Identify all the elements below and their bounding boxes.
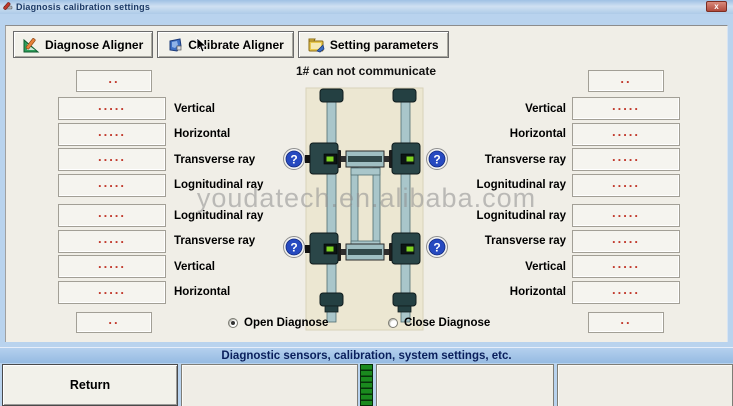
value-box: ..... xyxy=(572,148,680,171)
value-box: ..... xyxy=(58,148,166,171)
sensor-row: Horizontal..... xyxy=(426,280,680,304)
tab-label: Diagnose Aligner xyxy=(45,37,144,52)
radio-button-icon[interactable] xyxy=(388,318,398,328)
svg-text:?: ? xyxy=(433,153,440,167)
row-label: Lognitudinal ray xyxy=(476,179,566,191)
help-icon[interactable]: ? xyxy=(426,148,448,170)
sensor-row: ..... Horizontal xyxy=(58,122,263,146)
value-box: ..... xyxy=(58,204,166,227)
svg-text:?: ? xyxy=(290,241,297,255)
window-title: Diagnosis calibration settings xyxy=(16,2,151,12)
settings-folder-icon xyxy=(308,38,325,52)
row-label: Transverse ray xyxy=(174,235,256,247)
calibrate-tool-icon xyxy=(169,37,182,52)
row-label: Horizontal xyxy=(509,286,566,298)
sensor-row: Horizontal..... xyxy=(426,122,680,146)
close-button[interactable]: x xyxy=(706,1,727,12)
left-sensor-readings: ..... Vertical ..... Horizontal ..... Trans… xyxy=(58,97,263,306)
status-bar: Diagnostic sensors, calibration, system … xyxy=(0,347,733,363)
value-box: ..... xyxy=(58,229,166,253)
value-box: ..... xyxy=(58,122,166,146)
left-top-value-box: .. xyxy=(76,70,152,92)
sensor-row: ..... Transverse ray xyxy=(58,229,263,253)
value-box: ..... xyxy=(572,229,680,253)
radio-button-icon[interactable] xyxy=(228,318,238,328)
sensor-row: ..... Lognitudinal ray xyxy=(58,204,263,227)
row-label: Horizontal xyxy=(174,286,231,298)
help-icon[interactable]: ? xyxy=(426,236,448,258)
sensor-head xyxy=(319,292,344,307)
sensor-status-light xyxy=(406,246,414,252)
left-bottom-value-box: .. xyxy=(76,312,152,333)
value-box: ..... xyxy=(58,255,166,278)
row-label: Transverse ray xyxy=(174,153,256,166)
row-label: Lognitudinal ray xyxy=(174,209,264,222)
sensor-head xyxy=(392,88,417,103)
value-box: ..... xyxy=(58,173,166,197)
communication-alert: 1# can not communicate xyxy=(295,64,437,78)
sensor-status-light xyxy=(326,246,334,252)
footer-panel-1 xyxy=(181,364,358,406)
help-icon[interactable]: ? xyxy=(283,148,305,170)
radio-open-diagnose[interactable]: Open Diagnose xyxy=(228,316,328,330)
value-box: ..... xyxy=(572,255,680,278)
row-label: Vertical xyxy=(174,102,215,115)
row-label: Transverse ray xyxy=(484,235,566,247)
sensor-row: Lognitudinal ray..... xyxy=(426,173,680,197)
tab-label: Setting parameters xyxy=(329,37,439,52)
svg-text:?: ? xyxy=(433,241,440,255)
row-label: Transverse ray xyxy=(484,153,566,166)
value-box: ..... xyxy=(572,280,680,304)
title-bar: Diagnosis calibration settings xyxy=(0,0,733,14)
value-box: ..... xyxy=(572,97,680,120)
value-box: ..... xyxy=(572,122,680,146)
value-box: ..... xyxy=(572,204,680,227)
value-box: ..... xyxy=(58,97,166,120)
value-box: ..... xyxy=(58,280,166,304)
sensor-row: ..... Horizontal xyxy=(58,280,263,304)
svg-text:?: ? xyxy=(290,153,297,167)
sensor-row: ..... Vertical xyxy=(58,255,263,278)
tab-diagnose-aligner[interactable]: Diagnose Aligner xyxy=(13,31,154,58)
tab-label: Calibrate Aligner xyxy=(188,37,284,52)
row-label: Vertical xyxy=(174,260,215,273)
footer-panel-2 xyxy=(376,364,554,406)
tab-setting-parameters[interactable]: Setting parameters xyxy=(297,31,449,58)
row-label: Vertical xyxy=(525,102,566,115)
right-top-value-box: .. xyxy=(588,70,664,92)
row-label: Vertical xyxy=(525,260,566,273)
tab-bar: Diagnose Aligner Calibrate Aligner Setti… xyxy=(13,31,449,58)
radio-close-diagnose[interactable]: Close Diagnose xyxy=(388,316,490,330)
sensor-row: ..... Lognitudinal ray xyxy=(58,173,264,197)
right-bottom-value-box: .. xyxy=(588,312,664,333)
return-button[interactable]: Return xyxy=(2,364,178,406)
sensor-row: Transverse ray..... xyxy=(426,229,680,253)
signal-level-meter xyxy=(360,364,373,406)
sensor-row: ..... Transverse ray xyxy=(58,148,263,171)
footer-panel-3 xyxy=(557,364,733,406)
sensor-head xyxy=(319,88,344,103)
app-icon xyxy=(3,2,13,10)
sensor-row: Vertical..... xyxy=(426,97,680,120)
sensor-row: Lognitudinal ray..... xyxy=(426,204,680,227)
sensor-row: ..... Vertical xyxy=(58,97,263,120)
tab-calibrate-aligner[interactable]: Calibrate Aligner xyxy=(157,31,294,58)
row-label: Lognitudinal ray xyxy=(174,179,264,191)
sensor-row: Transverse ray..... xyxy=(426,148,680,171)
sensor-status-light xyxy=(406,156,414,162)
value-box: ..... xyxy=(572,173,680,197)
sensor-head xyxy=(392,292,417,307)
mouse-cursor xyxy=(196,37,207,53)
help-icon[interactable]: ? xyxy=(283,236,305,258)
sensor-row: Vertical..... xyxy=(426,255,680,278)
aligner-diagram: ? ? ? ? xyxy=(283,87,448,331)
diagnose-ruler-pencil-icon xyxy=(23,37,40,52)
row-label: Lognitudinal ray xyxy=(476,209,566,222)
row-label: Horizontal xyxy=(509,128,566,140)
sensor-status-light xyxy=(326,156,334,162)
row-label: Horizontal xyxy=(174,128,231,140)
right-sensor-readings: Vertical..... Horizontal..... Transverse… xyxy=(426,97,680,306)
